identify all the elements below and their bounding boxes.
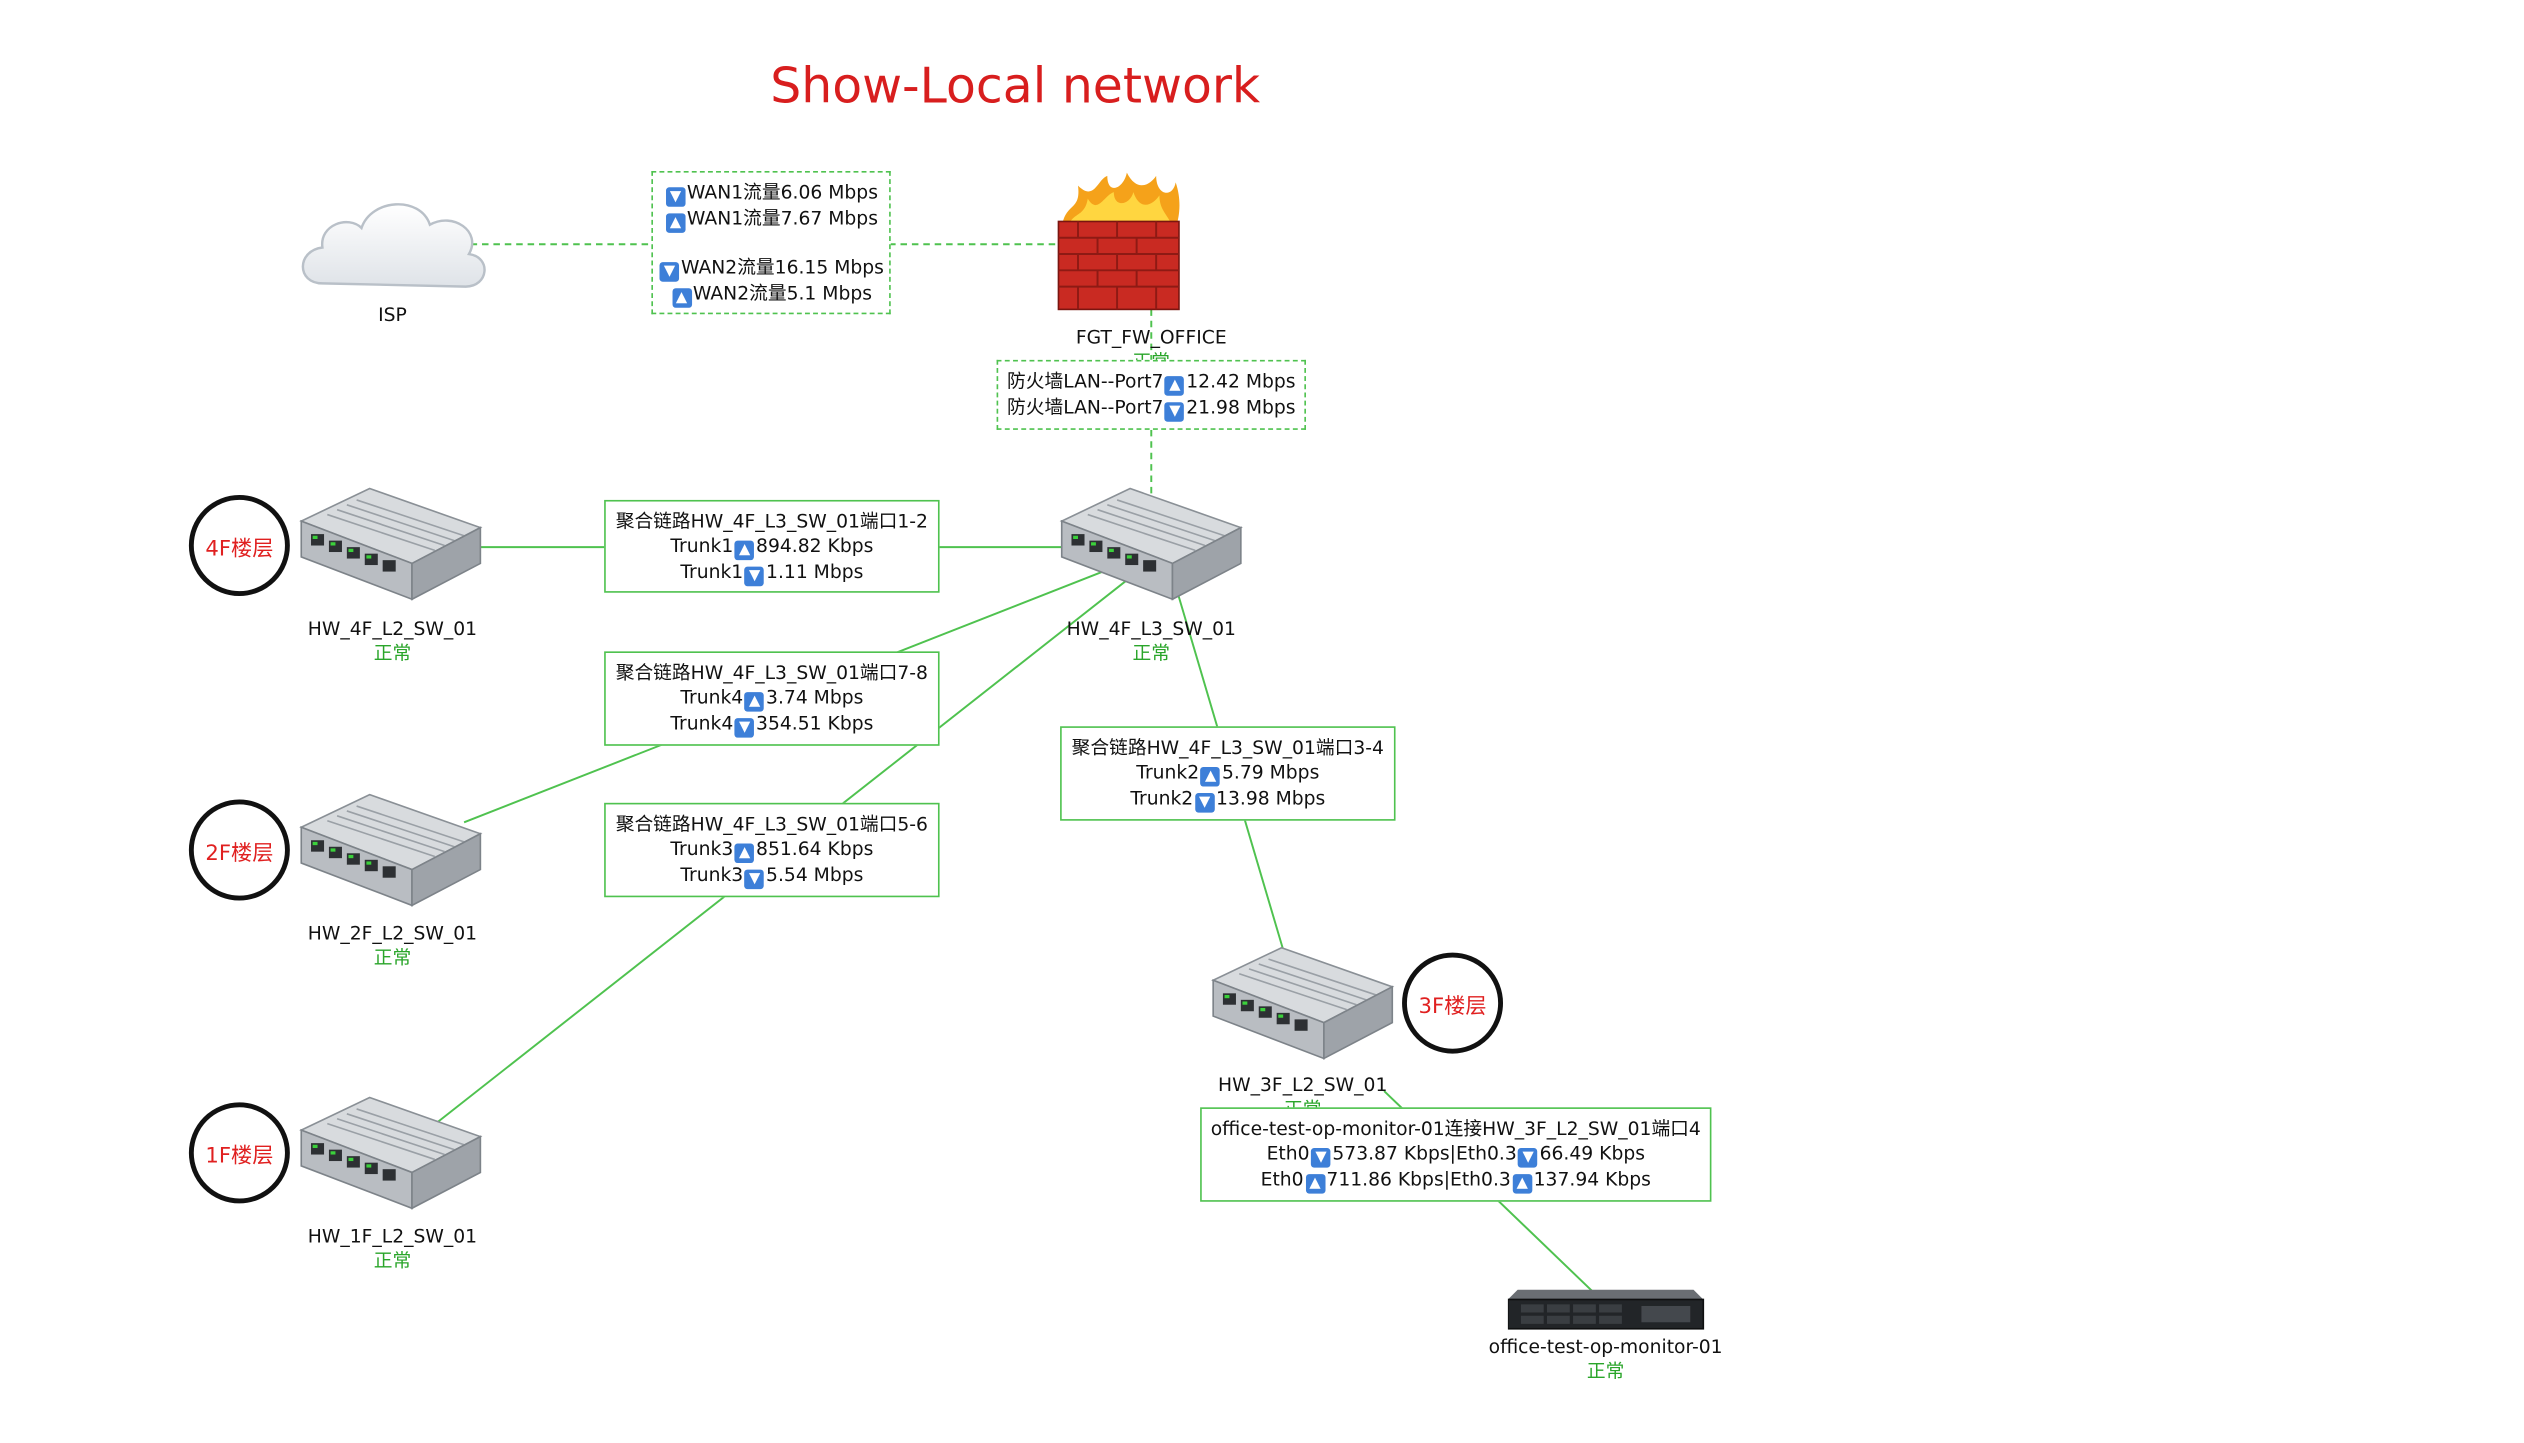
server-link-r1-value2: 66.49 Kbps — [1539, 1141, 1645, 1165]
server-icon — [1507, 1289, 1705, 1330]
trunk3-down-value: 5.54 Mbps — [766, 863, 864, 886]
sw2f-status: 正常 — [373, 946, 412, 969]
arrow-up-icon: ▲ — [1165, 376, 1185, 396]
arrow-down-icon: ▼ — [1311, 1148, 1331, 1168]
trunk3-down-prefix: Trunk3 — [680, 863, 744, 886]
firewall-lan-box[interactable]: 防火墙LAN--Port7▲12.42 Mbps 防火墙LAN--Port7▼2… — [996, 359, 1306, 430]
switch-icon — [1059, 487, 1243, 601]
sw3f-node[interactable] — [1210, 944, 1396, 1061]
switch-icon — [1211, 946, 1395, 1060]
trunk2-down-prefix: Trunk2 — [1130, 786, 1194, 810]
arrow-down-icon: ▼ — [744, 566, 765, 587]
arrow-down-icon: ▼ — [665, 187, 686, 207]
trunk3-up-value: 851.64 Kbps — [756, 836, 874, 860]
firewall-label: FGT_FW_OFFICE — [1075, 325, 1227, 349]
floor-badge-4f: 4F楼层 — [188, 495, 290, 596]
arrow-up-icon: ▲ — [1305, 1174, 1325, 1194]
server-link-r1-prefix: Eth0 — [1266, 1141, 1310, 1165]
trunk1-down-prefix: Trunk1 — [680, 560, 744, 583]
trunk4-up-value: 3.74 Mbps — [766, 685, 864, 709]
sw4f-status: 正常 — [373, 641, 412, 665]
trunk2-box[interactable]: 聚合链路HW_4F_L3_SW_01端口3-4 Trunk2▲5.79 Mbps… — [1060, 726, 1396, 821]
server-link-r2-prefix: Eth0 — [1260, 1167, 1304, 1191]
switch-icon — [299, 487, 483, 601]
wan1-down-text: WAN1流量6.06 Mbps — [686, 180, 878, 204]
wan2-up-text: WAN2流量5.1 Mbps — [692, 281, 873, 305]
sw1f-label: HW_1F_L2_SW_01 — [307, 1224, 478, 1248]
arrow-down-icon: ▼ — [1518, 1148, 1538, 1168]
trunk3-box[interactable]: 聚合链路HW_4F_L3_SW_01端口5-6 Trunk3▲851.64 Kb… — [604, 802, 940, 898]
server-label: office-test-op-monitor-01 — [1488, 1335, 1723, 1359]
arrow-down-icon: ▼ — [659, 262, 680, 282]
wan1-up-text: WAN1流量7.67 Mbps — [686, 206, 878, 230]
firewall-icon — [1057, 172, 1180, 311]
trunk2-up-prefix: Trunk2 — [1136, 760, 1200, 784]
fw-lan-down-value: 21.98 Mbps — [1186, 395, 1296, 419]
trunk1-down-value: 1.11 Mbps — [766, 560, 864, 583]
sw2f-label: HW_2F_L2_SW_01 — [307, 921, 478, 945]
trunk4-title: 聚合链路HW_4F_L3_SW_01端口7-8 — [615, 661, 928, 684]
trunk4-box[interactable]: 聚合链路HW_4F_L3_SW_01端口7-8 Trunk4▲3.74 Mbps… — [604, 651, 940, 746]
server-link-title: office-test-op-monitor-01连接HW_3F_L2_SW_0… — [1210, 1117, 1701, 1140]
firewall-node[interactable] — [1055, 172, 1182, 313]
floor-badge-2f: 2F楼层 — [188, 799, 290, 901]
floor-badge-1f: 1F楼层 — [188, 1102, 290, 1204]
trunk3-up-prefix: Trunk3 — [670, 836, 734, 860]
sw1f-node[interactable] — [298, 1094, 484, 1211]
trunk2-title: 聚合链路HW_4F_L3_SW_01端口3-4 — [1071, 736, 1384, 759]
trunk4-down-value: 354.51 Kbps — [756, 711, 874, 735]
trunk4-down-prefix: Trunk4 — [670, 711, 734, 735]
arrow-up-icon: ▲ — [665, 213, 686, 233]
sw1f-status: 正常 — [373, 1248, 412, 1272]
wan2-down-text: WAN2流量16.15 Mbps — [680, 255, 884, 279]
server-node[interactable] — [1507, 1286, 1707, 1332]
sw2f-node[interactable] — [298, 791, 484, 908]
server-status: 正常 — [1586, 1359, 1625, 1383]
arrow-down-icon: ▼ — [1194, 793, 1215, 813]
core-switch-label: HW_4F_L3_SW_01 — [1066, 617, 1236, 640]
trunk4-up-prefix: Trunk4 — [680, 685, 744, 709]
arrow-up-icon: ▲ — [671, 288, 692, 308]
server-link-r1-value1: 573.87 Kbps|Eth0.3 — [1332, 1141, 1517, 1165]
arrow-down-icon: ▼ — [1165, 402, 1185, 422]
trunk2-down-value: 13.98 Mbps — [1216, 786, 1326, 810]
sw4f-node[interactable] — [298, 485, 484, 602]
trunk3-title: 聚合链路HW_4F_L3_SW_01端口5-6 — [615, 812, 928, 836]
trunk1-up-prefix: Trunk1 — [670, 534, 734, 557]
trunk2-up-value: 5.79 Mbps — [1221, 760, 1320, 784]
fw-lan-up-prefix: 防火墙LAN--Port7 — [1007, 369, 1164, 393]
isp-label: ISP — [378, 302, 407, 326]
sw4f-label: HW_4F_L2_SW_01 — [307, 617, 478, 640]
server-link-r2-value1: 711.86 Kbps|Eth0.3 — [1326, 1167, 1511, 1191]
arrow-up-icon: ▲ — [1512, 1174, 1533, 1194]
cloud-icon — [301, 203, 486, 288]
switch-icon — [299, 793, 483, 907]
wan-traffic-box[interactable]: ▼WAN1流量6.06 Mbps ▲WAN1流量7.67 Mbps ▼WAN2流… — [651, 170, 891, 315]
arrow-down-icon: ▼ — [744, 869, 765, 890]
fw-lan-up-value: 12.42 Mbps — [1186, 369, 1296, 393]
arrow-up-icon: ▲ — [734, 540, 755, 561]
trunk1-box[interactable]: 聚合链路HW_4F_L3_SW_01端口1-2 Trunk1▲894.82 Kb… — [604, 499, 940, 593]
page-title: Show-Local network — [770, 58, 1261, 116]
core-switch-status: 正常 — [1132, 641, 1171, 665]
arrow-up-icon: ▲ — [734, 843, 755, 864]
trunk1-title: 聚合链路HW_4F_L3_SW_01端口1-2 — [615, 509, 928, 533]
core-switch-node[interactable] — [1058, 485, 1244, 602]
arrow-up-icon: ▲ — [1200, 766, 1221, 787]
fw-lan-down-prefix: 防火墙LAN--Port7 — [1007, 395, 1164, 419]
switch-icon — [299, 1096, 483, 1210]
floor-badge-3f: 3F楼层 — [1402, 952, 1504, 1054]
arrow-down-icon: ▼ — [734, 718, 755, 738]
trunk1-up-value: 894.82 Kbps — [756, 534, 874, 557]
server-link-box[interactable]: office-test-op-monitor-01连接HW_3F_L2_SW_0… — [1200, 1107, 1712, 1202]
isp-node[interactable] — [293, 189, 495, 300]
sw3f-label: HW_3F_L2_SW_01 — [1218, 1073, 1388, 1096]
arrow-up-icon: ▲ — [744, 692, 765, 712]
server-link-r2-value2: 137.94 Kbps — [1533, 1167, 1651, 1191]
